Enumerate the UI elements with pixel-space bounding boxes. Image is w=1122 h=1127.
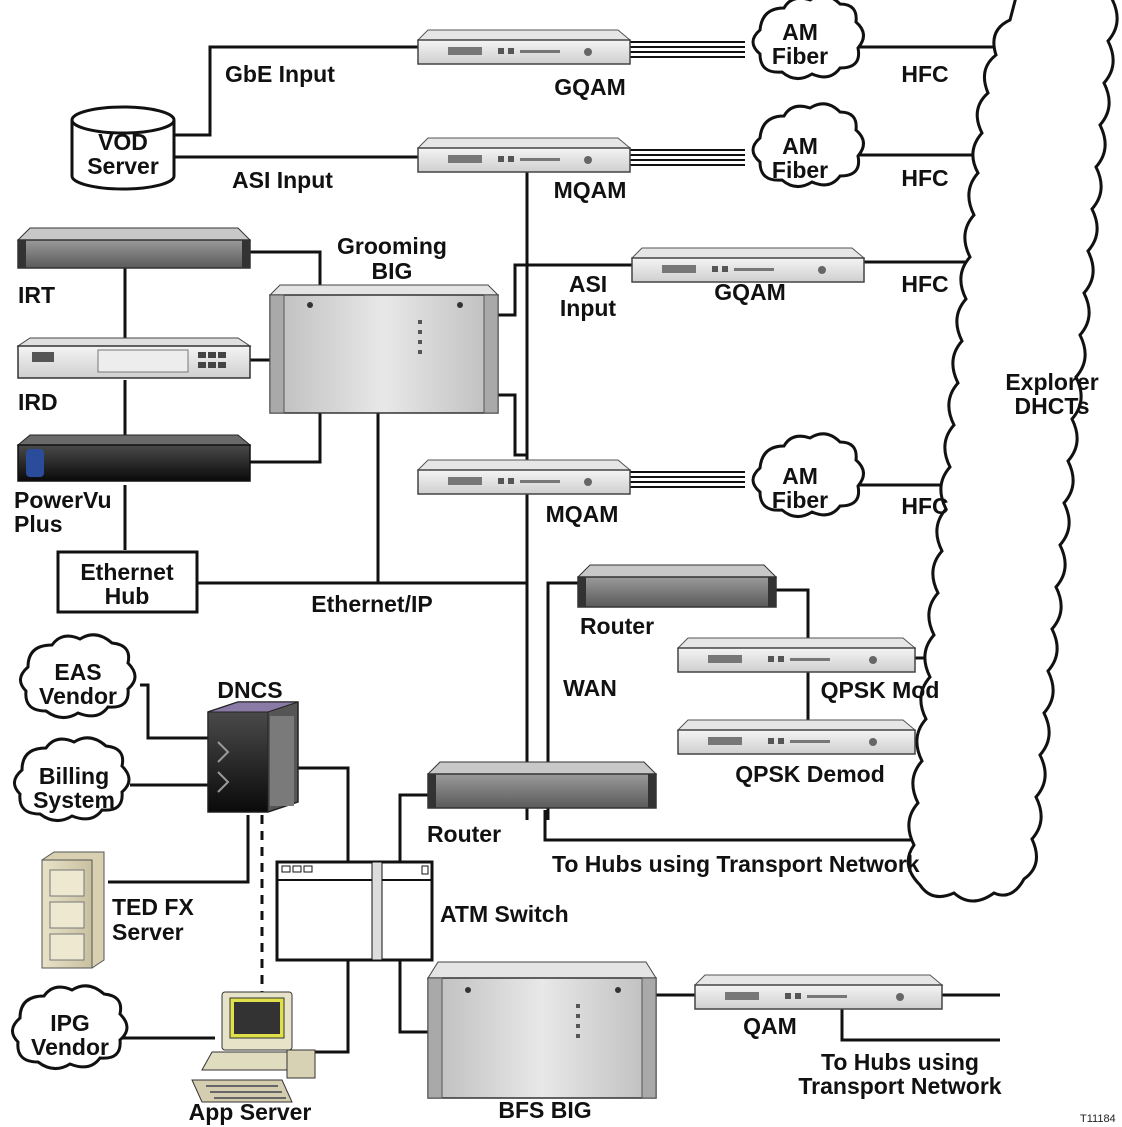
ird-label: IRD [18,389,58,415]
grooming-big-chassis-icon [268,284,500,414]
qpsk-demod-label: QPSK Demod [735,761,885,787]
qam-label: QAM [743,1013,797,1039]
dncs-label: DNCS [217,677,282,703]
am-fiber-3-label-2: Fiber [772,487,828,513]
vod-label-2: Server [87,153,159,179]
router-bottom-label: Router [427,821,501,847]
am-fiber-3-cloud-icon: AM Fiber [751,432,865,518]
qam-rack-icon [693,974,944,1010]
router-top-label: Router [580,613,654,639]
bfs-big-chassis-icon [427,961,657,1099]
grooming-big-label-2: BIG [372,258,413,284]
gqam-mid-rack-icon [630,247,866,283]
powervu-plus-rack-icon [16,434,252,482]
explorer-label-1: Explorer [1005,369,1098,395]
bfs-big-label: BFS BIG [498,1097,591,1123]
qpsk-mod-label: QPSK Mod [821,677,940,703]
hfc-4-label: HFC [901,493,948,519]
hfc-1-label: HFC [901,61,948,87]
gqam-top-rack-icon [416,29,632,65]
explorer-dhcts-cloud-icon: Explorer DHCTs [906,0,1119,903]
ted-fx-label-2: Server [112,919,184,945]
am-fiber-1-cloud-icon: AM Fiber [751,0,865,80]
billing-system-cloud-icon: Billing System [13,736,131,822]
ethernet-hub-label-2: Hub [105,583,150,609]
explorer-label-2: DHCTs [1015,393,1090,419]
powervu-label-1: PowerVu [14,487,112,513]
asi-input-top-label: ASI Input [232,167,333,193]
asi-input-mid-label-2: Input [560,295,617,321]
gbe-input-label: GbE Input [225,61,335,87]
dncs-server-tower-icon [207,701,299,813]
ted-fx-file-cabinet-icon [41,851,105,969]
am-fiber-3-label-1: AM [782,463,818,489]
router-top-icon [576,564,778,608]
eas-vendor-cloud-icon: EAS Vendor [19,633,137,719]
mqam-mid-rack-icon [416,459,632,495]
ipg-vendor-label-1: IPG [50,1010,90,1036]
atm-switch-label: ATM Switch [440,901,569,927]
ethernet-hub-label-1: Ethernet [80,559,174,585]
wan-label: WAN [563,675,617,701]
gqam-mid-label: GQAM [714,279,786,305]
mqam-mid-label: MQAM [546,501,619,527]
to-hubs-label-2: Transport Network [798,1073,1001,1099]
am-fiber-2-label-1: AM [782,133,818,159]
mqam-top-rack-icon [416,137,632,173]
grooming-big-label-1: Grooming [337,233,447,259]
ethernet-ip-label: Ethernet/IP [311,591,432,617]
asi-input-mid-label-1: ASI [569,271,607,297]
atm-switch-icon [275,860,434,962]
qpsk-demod-rack-icon [676,719,917,755]
irt-rack-icon [16,227,252,269]
hfc-2-label: HFC [901,165,948,191]
mqam-top-label: MQAM [554,177,627,203]
qpsk-mod-rack-icon [676,637,917,673]
ted-fx-label-1: TED FX [112,894,194,920]
to-hubs-label-1: To Hubs using [821,1049,979,1075]
gqam-top-label: GQAM [554,74,626,100]
eas-vendor-label-1: EAS [54,659,101,685]
am-fiber-2-label-2: Fiber [772,157,828,183]
am-fiber-1-label-2: Fiber [772,43,828,69]
billing-label-2: System [33,787,115,813]
am-fiber-2-cloud-icon: AM Fiber [751,102,865,188]
hfc-3-label: HFC [901,271,948,297]
vod-label-1: VOD [98,129,148,155]
vod-server-database-icon: VOD Server [70,105,176,191]
ethernet-hub-box: Ethernet Hub [56,550,199,614]
eas-vendor-label-2: Vendor [39,683,117,709]
router-bottom-icon [426,761,658,809]
connections [108,41,1005,1054]
am-fiber-1-label-1: AM [782,19,818,45]
ipg-vendor-cloud-icon: IPG Vendor [11,984,129,1070]
to-hubs-transport-label: To Hubs using Transport Network [552,851,920,877]
ird-rack-icon [16,337,252,379]
irt-label: IRT [18,282,55,308]
ipg-vendor-label-2: Vendor [31,1034,109,1060]
billing-label-1: Billing [39,763,109,789]
figure-id-label: T11184 [1080,1113,1116,1125]
app-server-label: App Server [189,1099,312,1125]
powervu-label-2: Plus [14,511,63,537]
app-server-workstation-icon [191,991,316,1103]
